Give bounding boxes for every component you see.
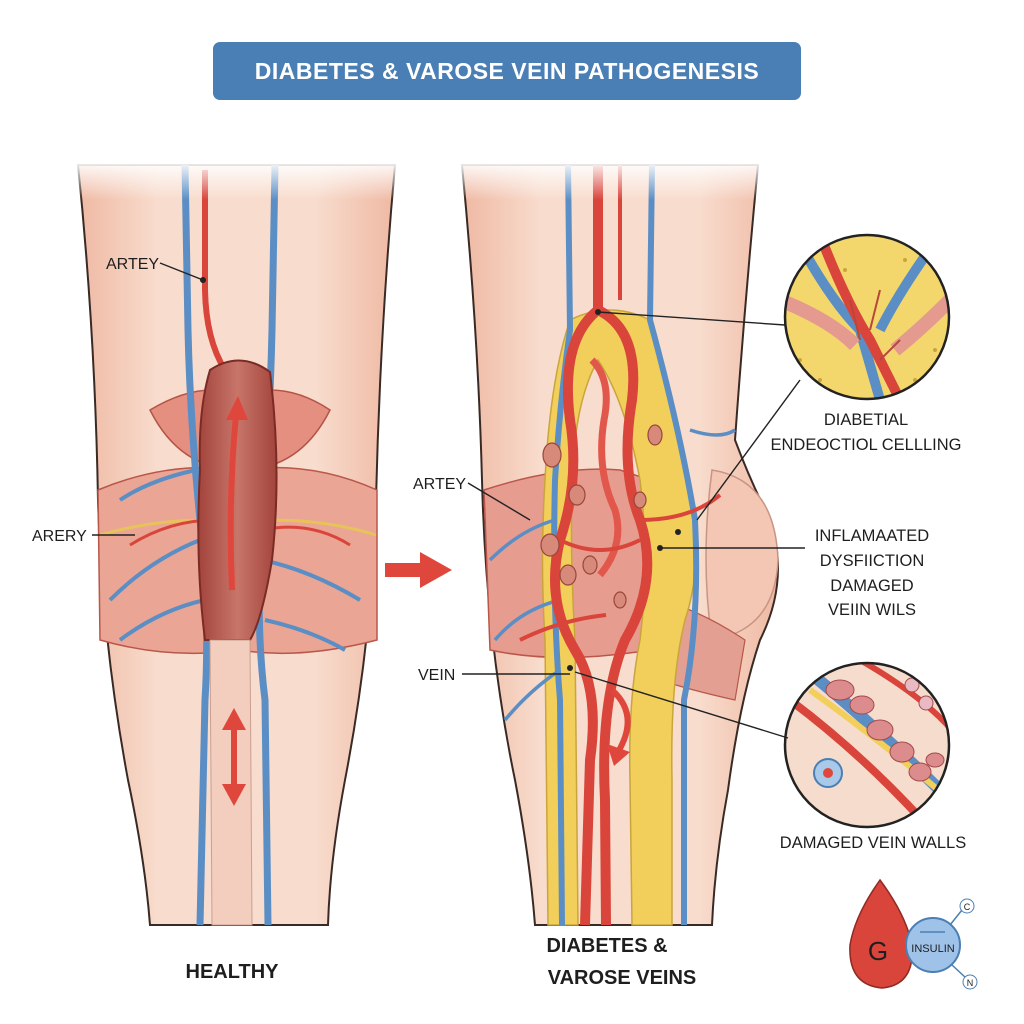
insulin-molecule-icon [905, 917, 961, 973]
badge-top-icon [959, 898, 975, 914]
healthy-double-arrow-down [222, 784, 246, 806]
healthy-flow-arrow [227, 414, 239, 591]
healthy-central-vessel [197, 359, 278, 641]
diseased-artery-tortuous [589, 357, 622, 578]
title-banner: DIABETES & VAROSE VEIN PATHOGENESIS [213, 42, 801, 100]
caption-diseased-line2: VAROSE VEINS [548, 967, 697, 989]
callout-mid-line2: DYSFIICTION [820, 552, 925, 570]
insulin-bond-bottom [951, 964, 967, 979]
leader-callout-endothelial [696, 379, 801, 521]
badge-bottom-icon [962, 974, 978, 990]
leader-bottom-circle [574, 671, 789, 739]
diseased-curved-arrow [609, 687, 631, 754]
leader-healthy-artey [159, 262, 204, 281]
callout-mid-line1: INFLAMAATED [815, 527, 929, 545]
badge-bottom-text: N [967, 978, 974, 988]
blood-drop-text: G [868, 936, 888, 966]
blood-drop-icon [849, 878, 913, 989]
caption-healthy: HEALTHY [186, 961, 280, 983]
diseased-top-fade [455, 160, 765, 200]
zoom-circle-vein-wall [783, 661, 951, 829]
diseased-vein-right [646, 164, 700, 925]
label-healthy-artey: ARTEY [106, 256, 159, 273]
label-diseased-vein: VEIN [418, 667, 455, 684]
insulin-bond-top [949, 909, 963, 926]
diseased-artery-branches [519, 493, 722, 642]
callout-bottom: DAMAGED VEIN WALLS [780, 834, 966, 852]
diseased-swelling [705, 469, 779, 641]
page-title: DIABETES & VAROSE VEIN PATHOGENESIS [254, 57, 760, 84]
leader-diseased-vein-dot [567, 665, 573, 671]
badge-top-text: C [964, 902, 971, 912]
label-healthy-arery: ARERY [32, 528, 87, 545]
leader-diseased-artey [467, 482, 531, 521]
leader-lines [92, 262, 805, 739]
healthy-flow-arrowhead [226, 396, 248, 420]
diseased-artery-loop [550, 306, 602, 926]
leader-healthy-artey-dot [200, 277, 206, 283]
healthy-top-fade [70, 160, 405, 200]
leader-top-circle-dot [595, 309, 601, 315]
callout-mid-line3: DAMAGED [830, 577, 914, 595]
zoom-circle-endothelial [783, 233, 951, 401]
callout-top-line2: ENDEOCTIOL CELLLING [770, 436, 961, 454]
diseased-vein-branches [488, 428, 736, 722]
leader-callout-inflamed-dot [657, 545, 663, 551]
healthy-artery [202, 170, 228, 372]
diseased-leg [455, 160, 779, 926]
glucose-insulin-icon: G INSULIN C N [849, 878, 978, 990]
healthy-vein-branches [108, 468, 362, 652]
caption-diseased-line1: DIABETES & [546, 935, 667, 957]
diseased-clots [540, 424, 663, 609]
diseased-curved-arrowhead [607, 744, 630, 766]
label-diseased-artey: ARTEY [413, 476, 466, 493]
leader-top-circle [597, 311, 786, 326]
healthy-double-arrow-up [222, 708, 246, 730]
healthy-leg [70, 160, 405, 926]
transition-arrow [385, 552, 452, 588]
callout-top-line1: DIABETIAL [824, 411, 908, 429]
insulin-text: INSULIN [911, 943, 954, 955]
callout-mid-line4: VEIIN WILS [828, 601, 916, 619]
leader-callout-endothelial-dot [675, 529, 681, 535]
